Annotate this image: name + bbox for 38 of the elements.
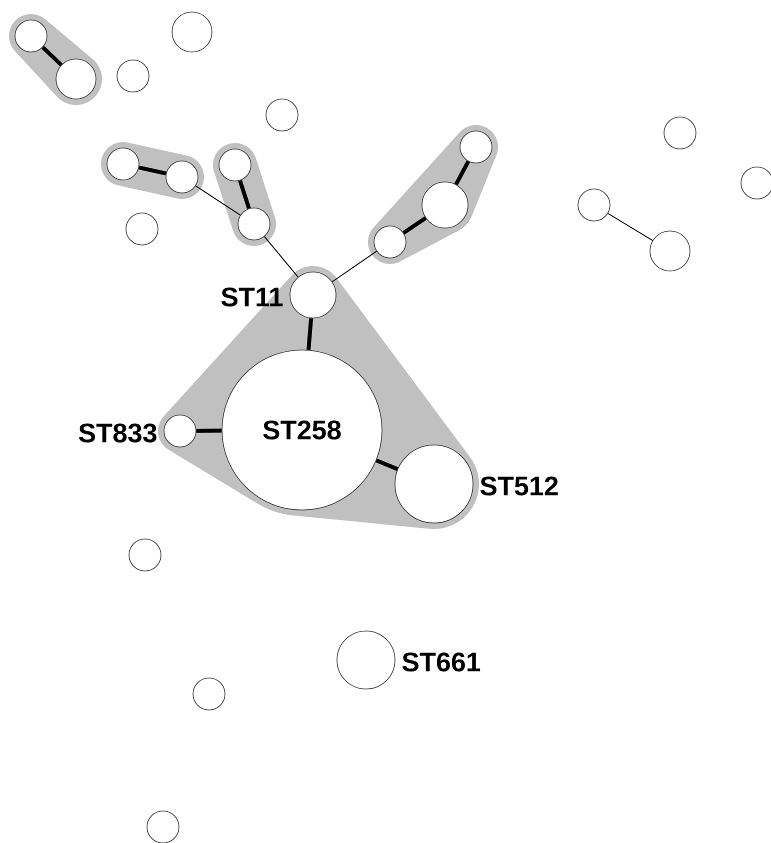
connector-line: [306, 318, 314, 350]
connector-line: [608, 213, 654, 241]
node-label: ST833: [78, 423, 156, 443]
circle-node: [650, 230, 690, 272]
circle-node: [106, 148, 140, 180]
circle-node: [56, 58, 96, 100]
node-label: ST512: [480, 476, 558, 496]
connector-line: [138, 166, 166, 176]
connector-line: [41, 46, 63, 66]
circle-node: [422, 182, 468, 228]
connector-line: [332, 250, 377, 282]
circle-node: [192, 678, 226, 710]
connector-line: [238, 180, 251, 209]
connector-line: [195, 185, 241, 216]
circle-node: [14, 20, 48, 52]
connector-line: [402, 216, 427, 235]
node-label: ST661: [402, 652, 480, 672]
connector-line: [376, 458, 398, 471]
circle-node: [460, 130, 492, 164]
circle-node: [172, 12, 212, 52]
connector-line: [264, 236, 299, 278]
circle-node: [394, 444, 474, 524]
circle-node: [664, 116, 696, 150]
node-label: ST11: [221, 287, 283, 307]
circle-node: [290, 272, 336, 318]
circle-node: [166, 160, 198, 194]
circle-node: [218, 148, 252, 182]
circle-node: [238, 208, 270, 240]
connector-line: [454, 160, 470, 186]
connector-line: [196, 428, 222, 433]
circle-node: [164, 414, 196, 448]
circle-node: [336, 630, 396, 690]
circle-node: [116, 60, 150, 92]
circle-node: [128, 538, 162, 572]
circle-node: [578, 188, 610, 222]
circle-node: [374, 226, 406, 258]
circle-node: [126, 212, 158, 246]
circle-node: [266, 98, 298, 132]
